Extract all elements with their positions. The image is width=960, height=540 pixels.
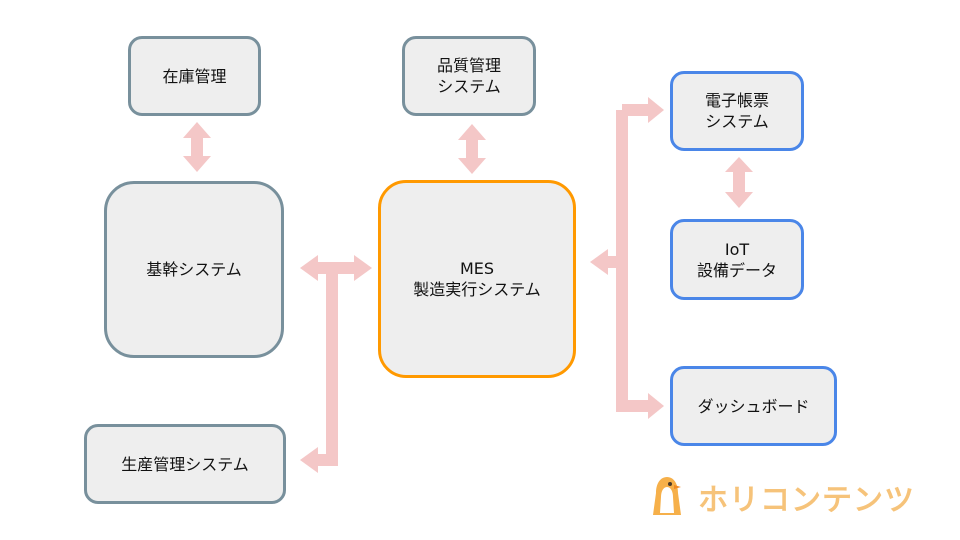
iot-node: IoT 設備データ [670, 219, 804, 300]
dashboard-label: ダッシュボード [697, 396, 810, 416]
e-form-label: 電子帳票 システム [704, 91, 769, 131]
production-label: 生産管理システム [121, 454, 249, 474]
e-form-node: 電子帳票 システム [670, 71, 804, 151]
arrow-erp-production-mes [300, 255, 372, 473]
arrow-quality-mes [458, 124, 486, 174]
quality-label: 品質管理 システム [436, 56, 501, 96]
dashboard-node: ダッシュボード [670, 366, 837, 446]
erp-label: 基幹システム [146, 260, 242, 279]
mes-label: MES 製造実行システム [413, 259, 541, 299]
iot-label: IoT 設備データ [696, 239, 777, 280]
arrow-eform-iot [725, 157, 753, 208]
erp-node: 基幹システム [104, 181, 284, 358]
penguin-icon [653, 477, 681, 515]
inventory-label: 在庫管理 [162, 66, 227, 86]
mes-node: MES 製造実行システム [378, 180, 576, 378]
quality-node: 品質管理 システム [402, 36, 536, 116]
inventory-node: 在庫管理 [128, 36, 261, 116]
production-node: 生産管理システム [84, 424, 286, 504]
arrow-inventory-erp [183, 122, 211, 172]
logo-text: ホリコンテンツ [698, 483, 915, 518]
logo: ホリコンテンツ [650, 472, 950, 522]
arrow-mes-right-systems [590, 97, 664, 419]
